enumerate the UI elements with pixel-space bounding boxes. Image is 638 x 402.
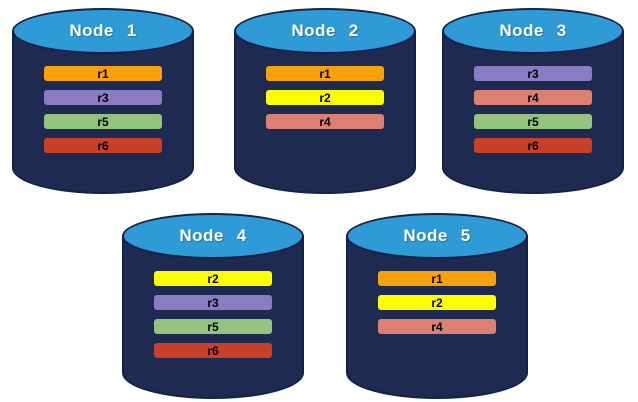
cylinder-top: Node 5 xyxy=(346,213,528,259)
replica-label: r4 xyxy=(319,114,331,129)
replica-label: r6 xyxy=(527,138,539,153)
replica-label: r3 xyxy=(97,90,109,105)
replica-label: r6 xyxy=(97,138,109,153)
replica-label: r5 xyxy=(207,319,219,334)
replica-bar: r3 xyxy=(154,295,272,310)
cylinder-body xyxy=(346,236,528,399)
replica-label: r6 xyxy=(207,343,219,358)
node-title: Node 4 xyxy=(179,226,247,245)
replica-list: r1 r2 r4 xyxy=(266,66,384,129)
cylinder-body xyxy=(442,31,624,194)
replica-label: r1 xyxy=(431,271,443,286)
replica-label: r4 xyxy=(527,90,539,105)
replica-bar: r4 xyxy=(266,114,384,129)
database-node-3: Node 3 r3 r4 r5 r6 xyxy=(442,8,624,194)
replica-bar: r5 xyxy=(44,114,162,129)
database-node-5: Node 5 r1 r2 r4 xyxy=(346,213,528,399)
cylinder-body xyxy=(122,236,304,399)
replica-bar: r6 xyxy=(154,343,272,358)
replica-label: r5 xyxy=(527,114,539,129)
replica-bar: r5 xyxy=(474,114,592,129)
replica-list: r1 r2 r4 xyxy=(378,271,496,334)
replica-bar: r3 xyxy=(474,66,592,81)
replica-bar: r4 xyxy=(378,319,496,334)
replica-bar: r5 xyxy=(154,319,272,334)
node-title: Node 3 xyxy=(499,21,567,40)
replica-label: r4 xyxy=(431,319,443,334)
replica-label: r5 xyxy=(97,114,109,129)
replica-label: r2 xyxy=(207,271,219,286)
database-node-4: Node 4 r2 r3 r5 r6 xyxy=(122,213,304,399)
replica-bar: r4 xyxy=(474,90,592,105)
replica-label: r1 xyxy=(97,66,109,81)
replica-bar: r6 xyxy=(44,138,162,153)
replica-bar: r1 xyxy=(266,66,384,81)
database-node-1: Node 1 r1 r3 r5 r6 xyxy=(12,8,194,194)
replica-bar: r1 xyxy=(378,271,496,286)
cylinder-top: Node 3 xyxy=(442,8,624,54)
replica-list: r1 r3 r5 r6 xyxy=(44,66,162,153)
replica-label: r3 xyxy=(207,295,219,310)
cylinder-top: Node 4 xyxy=(122,213,304,259)
replica-label: r1 xyxy=(319,66,331,81)
cylinder-body xyxy=(12,31,194,194)
replica-bar: r2 xyxy=(266,90,384,105)
cylinder-body xyxy=(234,31,416,194)
cylinder-top: Node 2 xyxy=(234,8,416,54)
replica-list: r3 r4 r5 r6 xyxy=(474,66,592,153)
node-title: Node 1 xyxy=(69,21,137,40)
database-node-2: Node 2 r1 r2 r4 xyxy=(234,8,416,194)
replica-bar: r2 xyxy=(154,271,272,286)
replica-label: r3 xyxy=(527,66,539,81)
replica-label: r2 xyxy=(319,90,331,105)
replica-bar: r2 xyxy=(378,295,496,310)
node-title: Node 5 xyxy=(403,226,471,245)
replica-bar: r1 xyxy=(44,66,162,81)
cylinder-top: Node 1 xyxy=(12,8,194,54)
replica-label: r2 xyxy=(431,295,443,310)
replica-bar: r6 xyxy=(474,138,592,153)
node-title: Node 2 xyxy=(291,21,359,40)
replica-bar: r3 xyxy=(44,90,162,105)
replica-list: r2 r3 r5 r6 xyxy=(154,271,272,358)
